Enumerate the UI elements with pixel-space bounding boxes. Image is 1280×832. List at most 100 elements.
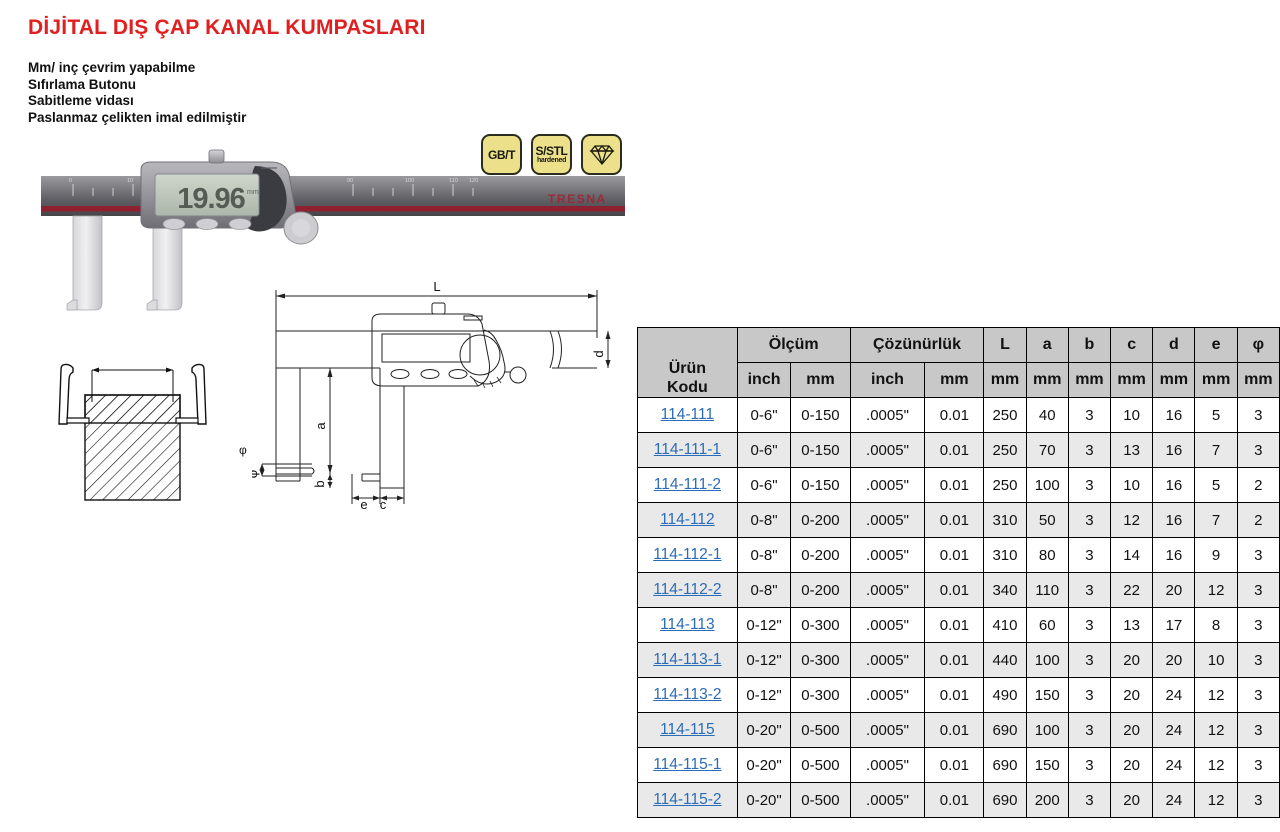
cell-product-code[interactable]: 114-111 — [637, 397, 738, 433]
th-unit-L: mm — [983, 362, 1027, 398]
cell-resolution-inch: .0005" — [849, 397, 926, 433]
cell-dim-d: 16 — [1152, 432, 1196, 468]
cell-dim-b: 3 — [1067, 642, 1112, 678]
dim-label-L: L — [433, 279, 440, 294]
cell-range-mm: 0-500 — [790, 712, 851, 748]
cell-range-inch: 0-20" — [736, 782, 792, 818]
cell-range-inch: 0-8" — [736, 502, 792, 538]
cell-product-code[interactable]: 114-111-2 — [637, 467, 738, 503]
cell-dim-b: 3 — [1067, 677, 1112, 713]
cell-dim-a: 150 — [1025, 747, 1069, 783]
svg-text:10: 10 — [127, 178, 133, 184]
cell-dim-d: 16 — [1152, 397, 1196, 433]
svg-text:0: 0 — [69, 178, 72, 184]
cell-product-code[interactable]: 114-112-2 — [637, 572, 738, 608]
product-code-link[interactable]: 114-112-1 — [653, 546, 722, 563]
sstl-badge-label: S/STL — [535, 143, 568, 158]
cell-resolution-inch: .0005" — [849, 537, 926, 573]
cell-dim-L: 340 — [983, 572, 1027, 608]
cell-range-mm: 0-500 — [790, 747, 851, 783]
cell-dim-phi: 3 — [1236, 397, 1280, 433]
product-code-link[interactable]: 114-115 — [660, 721, 715, 738]
th-unit-res-inch: inch — [849, 362, 926, 398]
cell-dim-L: 440 — [983, 642, 1027, 678]
product-code-link[interactable]: 114-112 — [660, 511, 715, 528]
feature-item: Sıfırlama Butonu — [28, 76, 137, 92]
cell-dim-c: 10 — [1110, 467, 1154, 503]
cell-resolution-mm: 0.01 — [924, 502, 985, 538]
cell-resolution-inch: .0005" — [849, 502, 926, 538]
cell-range-inch: 0-12" — [736, 642, 792, 678]
product-code-link[interactable]: 114-115-2 — [653, 791, 722, 808]
table-header-row-units: inch mm inch mm mm mm mm mm mm mm mm — [638, 362, 1280, 398]
dim-label-phi: φ — [252, 470, 260, 478]
cell-dim-b: 3 — [1067, 712, 1112, 748]
dimension-drawing: L a b c d e φ — [252, 279, 611, 511]
cell-resolution-mm: 0.01 — [924, 642, 985, 678]
cell-product-code[interactable]: 114-112 — [637, 502, 738, 538]
cell-dim-e: 12 — [1194, 782, 1238, 818]
cell-dim-b: 3 — [1067, 432, 1112, 468]
sstl-badge: S/STL hardened — [531, 134, 572, 175]
product-code-link[interactable]: 114-111-1 — [653, 441, 721, 458]
cell-dim-L: 690 — [983, 712, 1027, 748]
cell-resolution-inch: .0005" — [849, 467, 926, 503]
th-dim-d: d — [1152, 327, 1196, 363]
cell-product-code[interactable]: 114-113-2 — [637, 677, 738, 713]
cell-dim-c: 12 — [1110, 502, 1154, 538]
cell-product-code[interactable]: 114-112-1 — [637, 537, 738, 573]
cell-dim-a: 80 — [1025, 537, 1069, 573]
product-code-link[interactable]: 114-115-1 — [653, 756, 722, 773]
svg-text:90: 90 — [347, 178, 353, 184]
cell-product-code[interactable]: 114-115 — [637, 712, 738, 748]
cell-resolution-inch: .0005" — [849, 432, 926, 468]
cell-range-mm: 0-200 — [790, 502, 851, 538]
diamond-badge — [581, 134, 622, 175]
cell-range-mm: 0-200 — [790, 537, 851, 573]
cell-dim-d: 24 — [1152, 712, 1196, 748]
cell-dim-e: 7 — [1194, 432, 1238, 468]
page-title: DİJİTAL DIŞ ÇAP KANAL KUMPASLARI — [28, 16, 426, 39]
cell-dim-d: 16 — [1152, 502, 1196, 538]
product-code-link[interactable]: 114-113-1 — [653, 651, 722, 668]
cell-product-code[interactable]: 114-111-1 — [637, 432, 738, 468]
cell-product-code[interactable]: 114-113-1 — [637, 642, 738, 678]
cell-resolution-mm: 0.01 — [924, 537, 985, 573]
cell-dim-L: 250 — [983, 467, 1027, 503]
cell-dim-phi: 3 — [1236, 677, 1280, 713]
svg-text:110: 110 — [449, 178, 458, 184]
cell-product-code[interactable]: 114-113 — [637, 607, 738, 643]
cell-range-inch: 0-6" — [736, 432, 792, 468]
product-code-link[interactable]: 114-112-2 — [653, 581, 722, 598]
cell-dim-a: 200 — [1025, 782, 1069, 818]
product-code-link[interactable]: 114-111 — [660, 406, 715, 423]
product-code-link[interactable]: 114-111-2 — [653, 476, 721, 493]
cell-resolution-mm: 0.01 — [924, 467, 985, 503]
cell-resolution-mm: 0.01 — [924, 677, 985, 713]
cell-dim-e: 12 — [1194, 712, 1238, 748]
diamond-icon — [589, 144, 614, 165]
cell-dim-a: 100 — [1025, 712, 1069, 748]
cell-dim-phi: 3 — [1236, 782, 1280, 818]
th-product-code: Ürün Kodu — [637, 327, 738, 398]
dim-label-c: c — [380, 497, 387, 511]
cell-range-mm: 0-500 — [790, 782, 851, 818]
th-dim-c: c — [1110, 327, 1154, 363]
cell-dim-e: 9 — [1194, 537, 1238, 573]
phi-symbol-label: φ — [239, 443, 247, 457]
cell-dim-a: 100 — [1025, 467, 1069, 503]
cell-product-code[interactable]: 114-115-1 — [637, 747, 738, 783]
product-code-link[interactable]: 114-113 — [660, 616, 715, 633]
sstl-badge-sublabel: hardened — [536, 156, 567, 164]
cell-product-code[interactable]: 114-115-2 — [637, 782, 738, 818]
cell-dim-b: 3 — [1067, 502, 1112, 538]
product-code-link[interactable]: 114-113-2 — [653, 686, 722, 703]
th-unit-c: mm — [1110, 362, 1154, 398]
cell-dim-d: 20 — [1152, 572, 1196, 608]
th-unit-res-mm: mm — [924, 362, 985, 398]
